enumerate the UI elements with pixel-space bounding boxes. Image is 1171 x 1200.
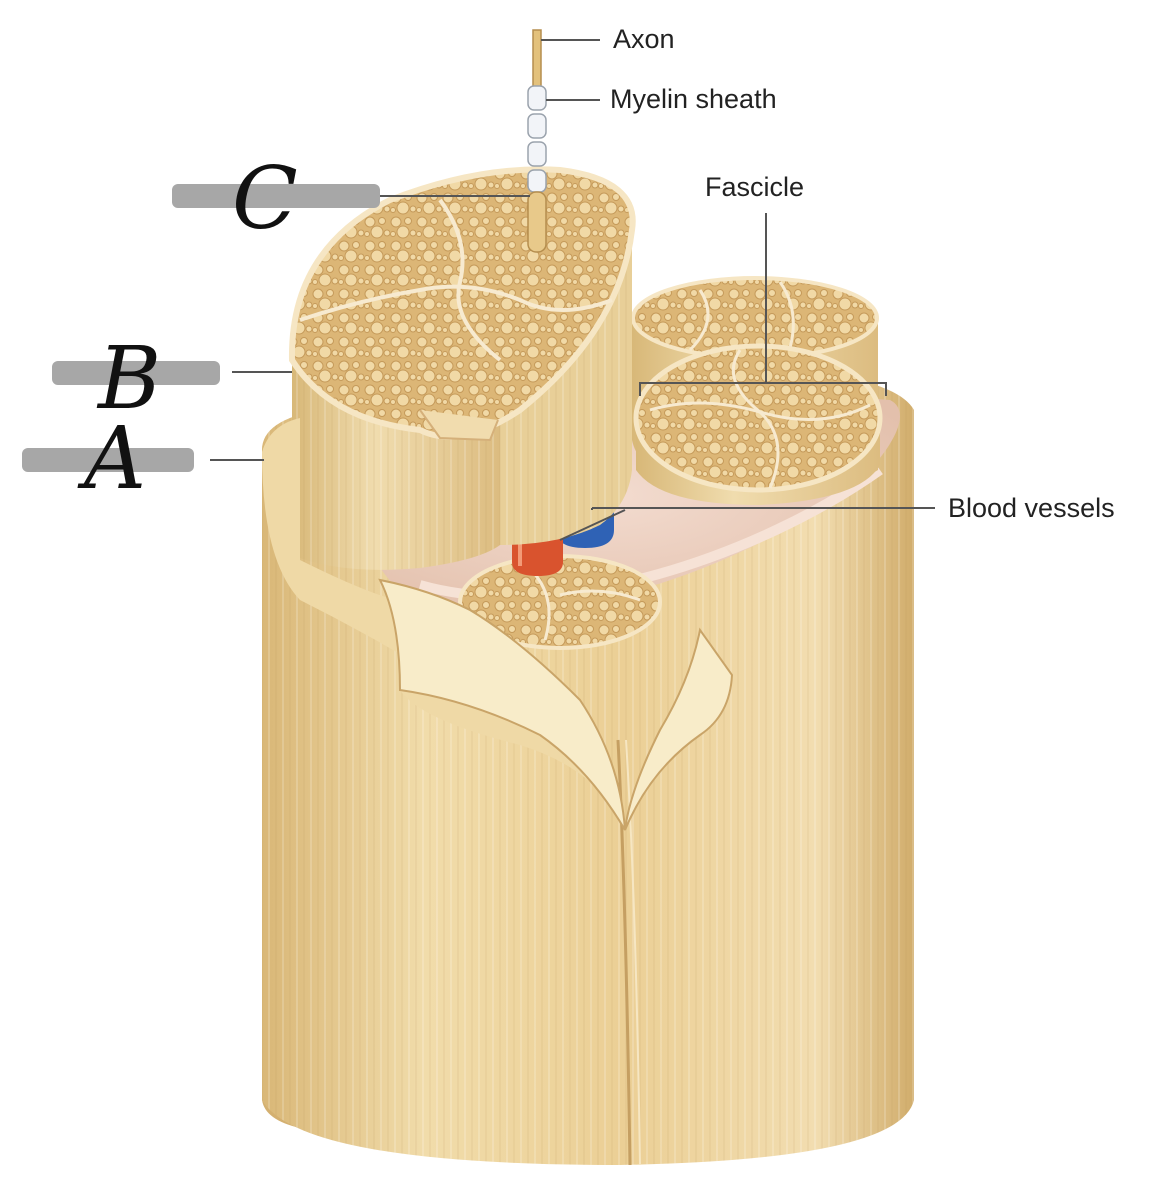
label-fascicle: Fascicle	[705, 172, 804, 202]
fascicle-front-right	[633, 343, 883, 505]
fascicle-left-tall	[288, 166, 636, 570]
handwritten-letter-c: C	[232, 149, 298, 249]
handwritten-letter-a: A	[77, 409, 146, 509]
label-axon: Axon	[613, 24, 675, 54]
label-myelin-sheath: Myelin sheath	[610, 84, 777, 114]
label-blood-vessels: Blood vessels	[948, 493, 1115, 523]
redaction-bar-b	[52, 361, 220, 385]
redaction-bar-a	[22, 448, 194, 472]
handwritten-letter-b: B	[96, 329, 161, 429]
peeled-epineurium-flap-right	[624, 627, 734, 831]
axon-fiber	[527, 29, 547, 253]
leader-lines	[210, 39, 935, 541]
leader-line-artery	[559, 509, 626, 541]
redaction-bars	[22, 184, 380, 472]
myelin-sheath-segments	[527, 85, 547, 193]
fascicle-bracket	[639, 382, 887, 396]
fascicle-front-floor	[458, 554, 662, 650]
redaction-bar-c	[172, 184, 380, 208]
